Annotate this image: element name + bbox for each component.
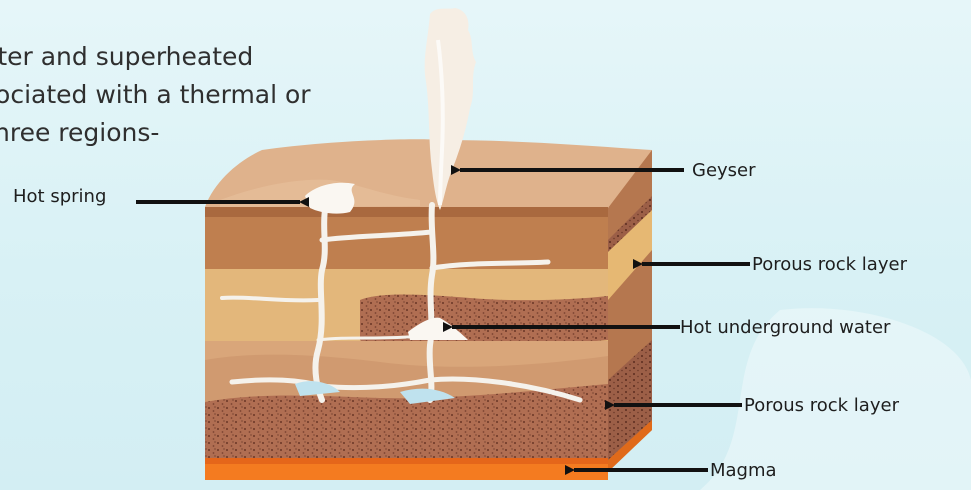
porous-rock-lower-label: Porous rock layer [744, 395, 899, 416]
porous-rock-upper-label: Porous rock layer [752, 254, 907, 275]
hot-spring-label: Hot spring [13, 186, 106, 207]
hot-underground-water-label: Hot underground water [680, 317, 890, 338]
geyser-label: Geyser [692, 160, 756, 181]
magma-label: Magma [710, 460, 777, 481]
